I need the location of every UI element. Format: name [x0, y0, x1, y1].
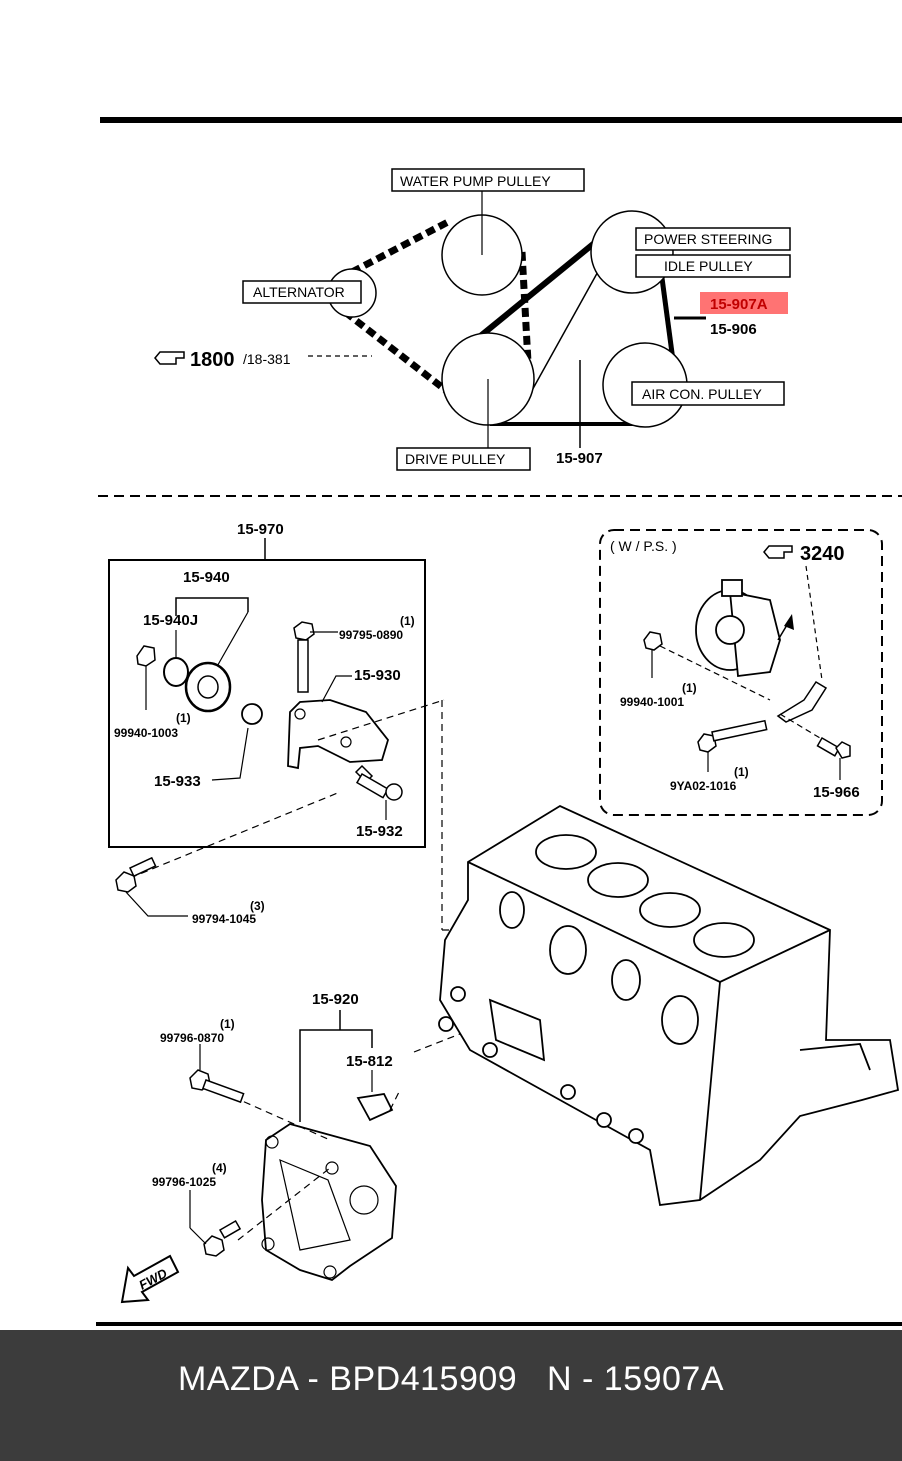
- p15933-label[interactable]: 15-933: [154, 773, 201, 790]
- ref-3240[interactable]: 3240: [800, 543, 845, 565]
- p15920-label[interactable]: 15-920: [312, 991, 359, 1008]
- alternator-label-box: [242, 280, 362, 304]
- bolt-99796-0870: [189, 1069, 245, 1104]
- alternator-belt: [342, 218, 532, 398]
- bracket-15-930: [287, 699, 389, 770]
- assembly-15-970-box: [108, 559, 426, 848]
- p9ya02-label[interactable]: 9YA02-1016: [670, 779, 737, 793]
- highlighted-part-number[interactable]: 15-907A: [710, 296, 768, 313]
- nut-99940-1001: [643, 631, 663, 651]
- ref-1800[interactable]: 1800: [190, 349, 235, 371]
- p99796-1025-label[interactable]: 99796-1025: [152, 1175, 216, 1189]
- bolt-15-932: [354, 764, 403, 801]
- mount-bracket-15-920: [261, 1123, 397, 1281]
- bottom-rule: [96, 1322, 902, 1326]
- p15930-label[interactable]: 15-930: [354, 667, 401, 684]
- q99940-1003: (1): [176, 711, 191, 725]
- belt-15-907-label[interactable]: 15-907: [556, 450, 603, 467]
- power-steering-label: POWER STEERING: [644, 231, 772, 247]
- q99795: (1): [400, 614, 415, 628]
- ref-1800-sub: /18-381: [243, 351, 291, 367]
- water-pump-label-box: [391, 168, 585, 192]
- engine-block: [438, 804, 900, 1206]
- idle-pulley-label: IDLE PULLEY: [664, 258, 753, 274]
- bushing-15-812: [356, 1093, 394, 1122]
- footer-bar: MAZDA - BPD415909 N - 15907A: [0, 1330, 902, 1461]
- p15940j-label[interactable]: 15-940J: [143, 612, 198, 629]
- highlighted-part-box[interactable]: [700, 292, 788, 314]
- bolt-99796-1025: [203, 1219, 242, 1257]
- p99940-1003-label[interactable]: 99940-1003: [114, 726, 178, 740]
- wps-box: [599, 529, 883, 816]
- bolt-99795-0890: [293, 621, 315, 693]
- top-rule: [100, 117, 902, 123]
- p99940-1001-label[interactable]: 99940-1001: [620, 695, 684, 709]
- ps-bracket-link: [776, 680, 828, 723]
- p15966-label[interactable]: 15-966: [813, 784, 860, 801]
- p15932-label[interactable]: 15-932: [356, 823, 403, 840]
- bearing-15-940j: [163, 657, 189, 687]
- alternator-label: ALTERNATOR: [253, 284, 345, 300]
- power-steering-pulley: [590, 210, 674, 294]
- q99796-1025: (4): [212, 1161, 227, 1175]
- wps-label: ( W / P.S. ): [610, 538, 677, 554]
- q99940-1001: (1): [682, 681, 697, 695]
- bolt-99794-1045: [115, 856, 157, 893]
- drive-pulley-label: DRIVE PULLEY: [405, 451, 506, 467]
- p15970-label[interactable]: 15-970: [237, 521, 284, 538]
- p99796-0870-label[interactable]: 99796-0870: [160, 1031, 224, 1045]
- drive-pulley-label-box: [396, 447, 531, 471]
- power-steering-label-box: [635, 227, 791, 251]
- nut-99940-1003: [136, 645, 156, 667]
- parts-diagram: WATER PUMP PULLEY ALTERNATOR POWER STEER…: [96, 117, 902, 1326]
- hand-pointer-icon-2: [763, 545, 793, 559]
- p15812-label[interactable]: 15-812: [346, 1053, 393, 1070]
- footer-part-caption: MAZDA - BPD415909 N - 15907A: [177, 1360, 725, 1398]
- hand-pointer-icon: [154, 351, 185, 365]
- p99794-label[interactable]: 99794-1045: [192, 912, 256, 926]
- belt-15-906-label[interactable]: 15-906: [710, 321, 757, 338]
- belt-15-906-upper: [476, 233, 605, 341]
- q99794: (3): [250, 899, 265, 913]
- air-con-label-box: [631, 381, 785, 406]
- idle-pulley-label-box: [635, 254, 791, 278]
- idler-pulley-15-940: [184, 661, 232, 713]
- air-con-pulley-label: AIR CON. PULLEY: [642, 386, 762, 402]
- q9ya02: (1): [734, 765, 749, 779]
- q99796-0870: (1): [220, 1017, 235, 1031]
- fwd-arrow-icon: FWD: [120, 1254, 180, 1304]
- exploded-view-svg: WATER PUMP PULLEY ALTERNATOR POWER STEER…: [96, 117, 902, 1326]
- p99795-label[interactable]: 99795-0890: [339, 628, 403, 642]
- bolt-15-966: [816, 736, 851, 759]
- water-pump-pulley-label: WATER PUMP PULLEY: [400, 173, 551, 189]
- p15940-label[interactable]: 15-940: [183, 569, 230, 586]
- bolt-9ya02-1016: [697, 719, 768, 753]
- spacer-15-933: [241, 703, 263, 725]
- belt-15-907-inner: [529, 267, 601, 395]
- power-steering-pump: [695, 579, 781, 678]
